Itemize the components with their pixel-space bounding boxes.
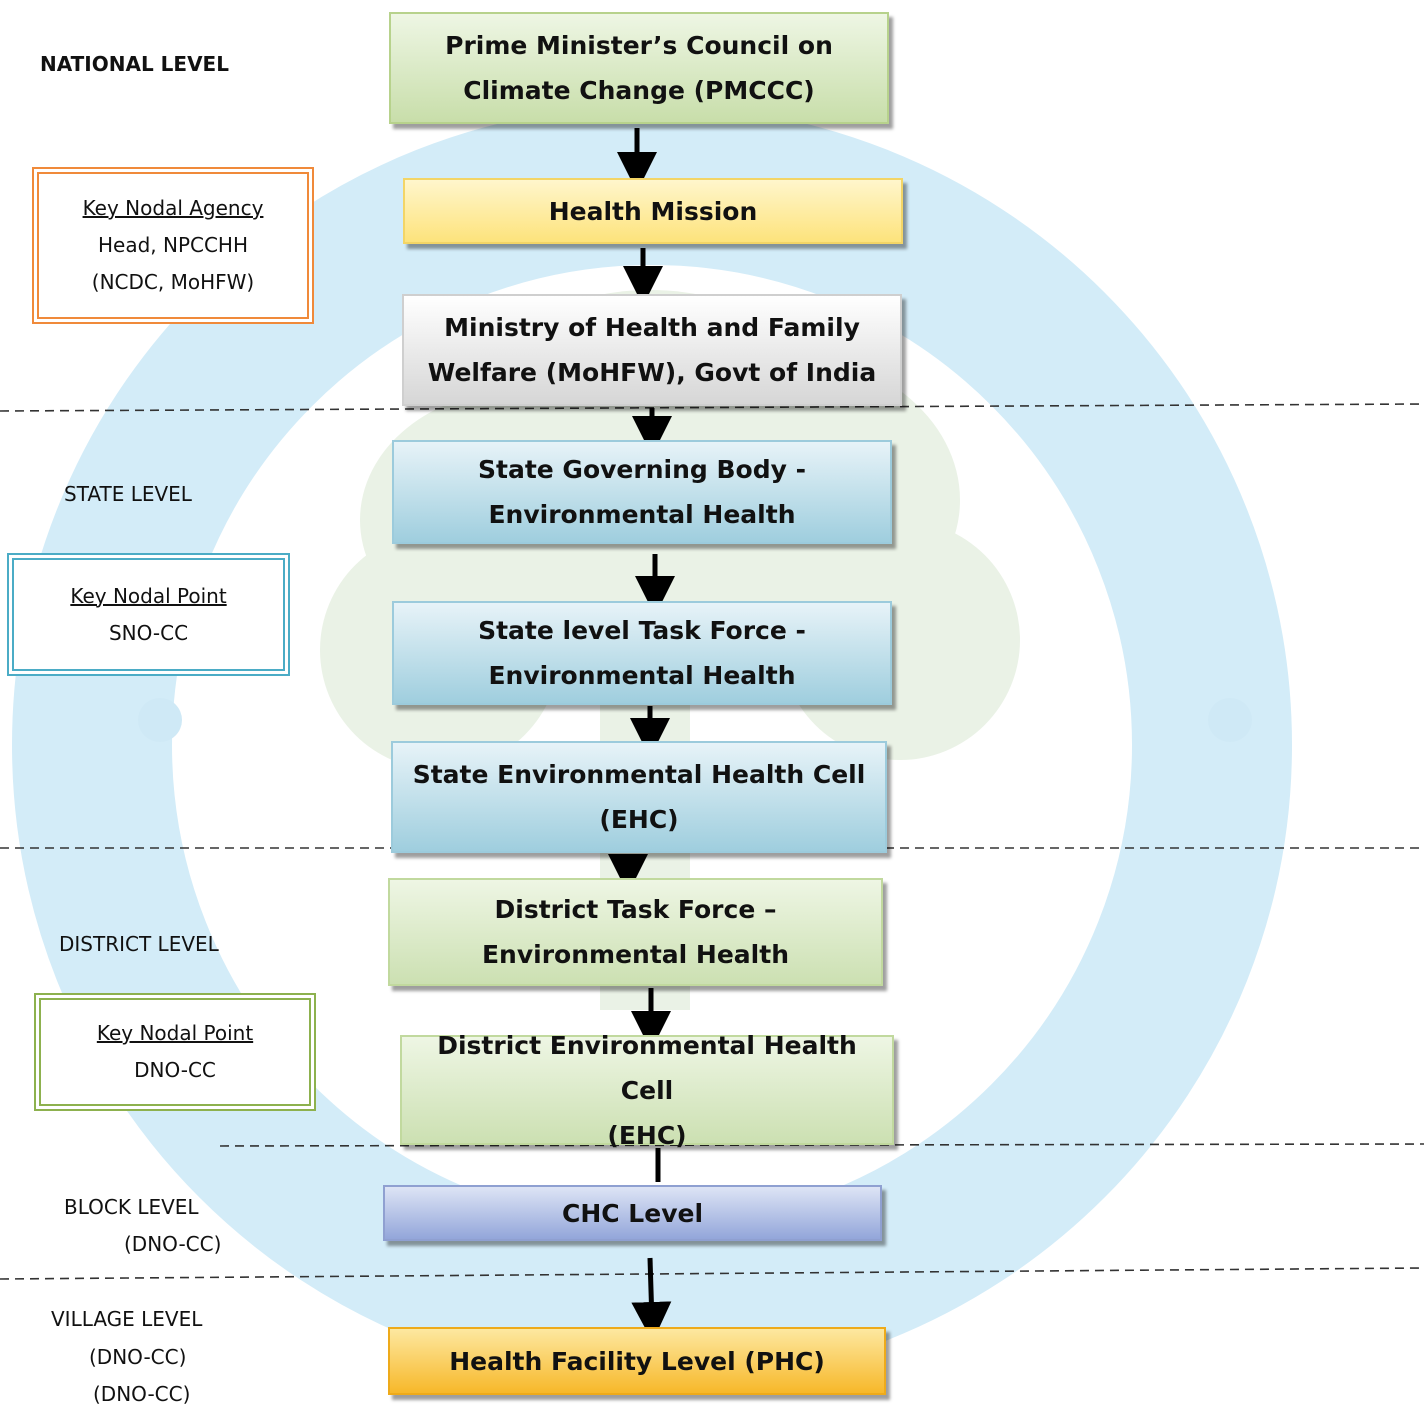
state-key-nodal-point-title: Key Nodal Point xyxy=(70,583,227,608)
key-nodal-agency-line2: (NCDC, MoHFW) xyxy=(91,270,255,294)
node-phc-level: Health Facility Level (PHC) xyxy=(388,1327,886,1395)
state-key-nodal-point-box: Key Nodal Point SNO-CC xyxy=(7,553,290,676)
district-key-nodal-point-box: Key Nodal Point DNO-CC xyxy=(34,993,316,1111)
node-state-task-force: State level Task Force - Environmental H… xyxy=(392,601,892,705)
node-pmccc: Prime Minister’s Council on Climate Chan… xyxy=(389,12,889,124)
village-level-label: VILLAGE LEVEL xyxy=(51,1307,203,1331)
key-nodal-agency-box: Key Nodal Agency Head, NPCCHH (NCDC, MoH… xyxy=(32,167,314,324)
node-district-ehc-label: District Environmental Health Cell (EHC) xyxy=(437,1030,857,1150)
district-key-nodal-point-line1: DNO-CC xyxy=(134,1058,216,1082)
national-level-label: NATIONAL LEVEL xyxy=(40,52,229,76)
arrow-chc-to-phc xyxy=(631,1257,672,1342)
node-state-governing-body-label: State Governing Body - Environmental Hea… xyxy=(478,455,806,529)
village-level-sub-label-1: (DNO-CC) xyxy=(89,1345,187,1369)
block-level-sub-label: (DNO-CC) xyxy=(124,1232,222,1256)
district-key-nodal-point-title: Key Nodal Point xyxy=(96,1021,254,1045)
node-mohfw-label: Ministry of Health and Family Welfare (M… xyxy=(427,313,877,387)
node-chc-level: CHC Level xyxy=(383,1185,882,1241)
node-state-task-force-label: State level Task Force - Environmental H… xyxy=(478,616,806,690)
key-nodal-agency-line1: Head, NPCCHH xyxy=(97,233,249,257)
village-level-sub-label-2: (DNO-CC) xyxy=(93,1382,191,1406)
node-district-task-force-label: District Task Force – Environmental Heal… xyxy=(481,895,789,969)
node-pmccc-label: Prime Minister’s Council on Climate Chan… xyxy=(445,31,833,105)
node-phc-level-label: Health Facility Level (PHC) xyxy=(449,1346,825,1376)
state-key-nodal-point-line1: SNO-CC xyxy=(108,620,189,645)
node-state-ehc: State Environmental Health Cell (EHC) xyxy=(391,741,887,853)
node-health-mission: Health Mission xyxy=(403,178,903,244)
key-nodal-agency-title: Key Nodal Agency xyxy=(82,196,264,220)
node-district-task-force: District Task Force – Environmental Heal… xyxy=(388,878,883,986)
node-district-ehc: District Environmental Health Cell (EHC) xyxy=(400,1031,894,1150)
node-chc-level-label: CHC Level xyxy=(561,1198,704,1228)
district-level-label: DISTRICT LEVEL xyxy=(59,932,219,956)
block-level-label: BLOCK LEVEL xyxy=(64,1195,199,1219)
state-level-label: STATE LEVEL xyxy=(64,482,192,506)
node-health-mission-label: Health Mission xyxy=(548,196,758,226)
node-mohfw: Ministry of Health and Family Welfare (M… xyxy=(402,294,902,406)
node-state-ehc-label: State Environmental Health Cell (EHC) xyxy=(412,760,866,834)
node-state-governing-body: State Governing Body - Environmental Hea… xyxy=(392,440,892,544)
